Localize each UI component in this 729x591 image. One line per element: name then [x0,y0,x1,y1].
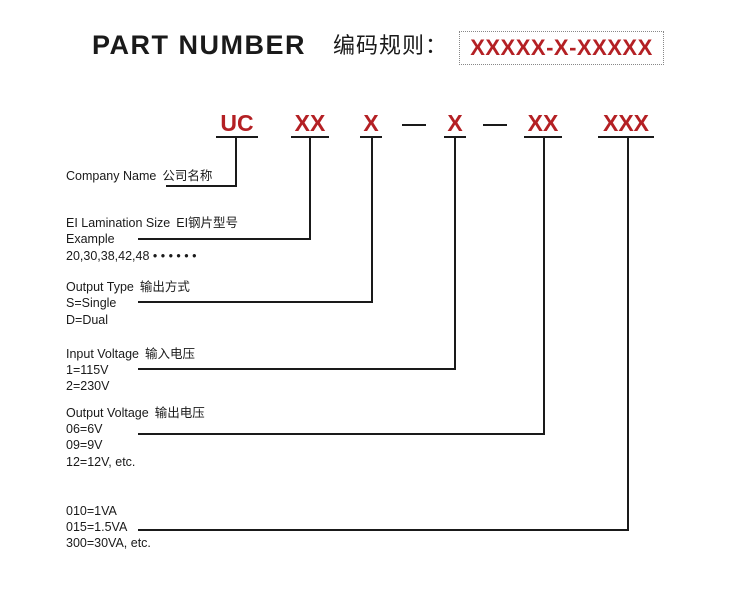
output-type-option: D=Dual [66,313,109,327]
output-voltage-label-row: Output Voltage 输出电压 [66,405,205,421]
output-voltage-option: 06=6V [66,422,103,436]
power-option: 300=30VA, etc. [66,536,151,550]
connector-power [138,138,629,531]
segment-output-type: X [363,110,379,136]
connector-company [166,138,237,187]
segment-output-voltage: XX [527,110,559,136]
output-voltage-label-cn: 输出电压 [154,406,205,420]
company-label-row: Company Name 公司名称 [66,168,212,184]
output-type-option: S=Single [66,296,117,310]
ei-size-example-values: 20,30,38,42,48 • • • • • • [66,249,197,263]
segment-separator [402,124,426,126]
segment-input-voltage-underline [444,136,466,138]
page-title-cn: 编码规则： [333,33,449,58]
segment-ei-size-underline [291,136,329,138]
input-voltage-option: 1=115V [66,363,109,377]
page-title: PART NUMBER [92,30,306,60]
segment-ei-size: XX [294,110,326,136]
company-label: Company Name [66,169,157,183]
power-option: 010=1VA [66,504,117,518]
input-voltage-option: 2=230V [66,379,110,393]
segment-output-type-underline [360,136,382,138]
code-format-box: XXXXX-X-XXXXX [459,31,664,65]
input-voltage-label: Input Voltage [66,347,139,361]
segment-input-voltage: X [447,110,463,136]
connector-output-type [138,138,373,303]
ei-size-label-row: EI Lamination Size EI钢片型号 [66,215,238,231]
output-type-label-row: Output Type 输出方式 [66,279,190,295]
company-label-cn: 公司名称 [162,169,213,183]
code-format: XXXXX-X-XXXXX [470,35,653,60]
segment-power-underline [598,136,654,138]
output-type-label: Output Type [66,280,134,294]
output-type-label-cn: 输出方式 [139,280,190,294]
connector-output-voltage [138,138,545,435]
ei-size-label-cn: EI钢片型号 [176,216,239,230]
segment-separator [483,124,507,126]
output-voltage-option: 09=9V [66,438,103,452]
segment-output-voltage-underline [524,136,562,138]
output-voltage-option: 12=12V, etc. [66,455,136,469]
connector-input-voltage [138,138,456,370]
ei-size-label: EI Lamination Size [66,216,171,230]
input-voltage-label-cn: 输入电压 [144,347,195,361]
segment-power: XXX [602,110,650,136]
power-option: 015=1.5VA [66,520,128,534]
input-voltage-label-row: Input Voltage 输入电压 [66,346,195,362]
segment-uc: UC [220,110,254,136]
output-voltage-label: Output Voltage [66,406,149,420]
connector-ei-size [138,138,311,240]
segment-uc-underline [216,136,258,138]
ei-size-example-label: Example [66,232,115,246]
